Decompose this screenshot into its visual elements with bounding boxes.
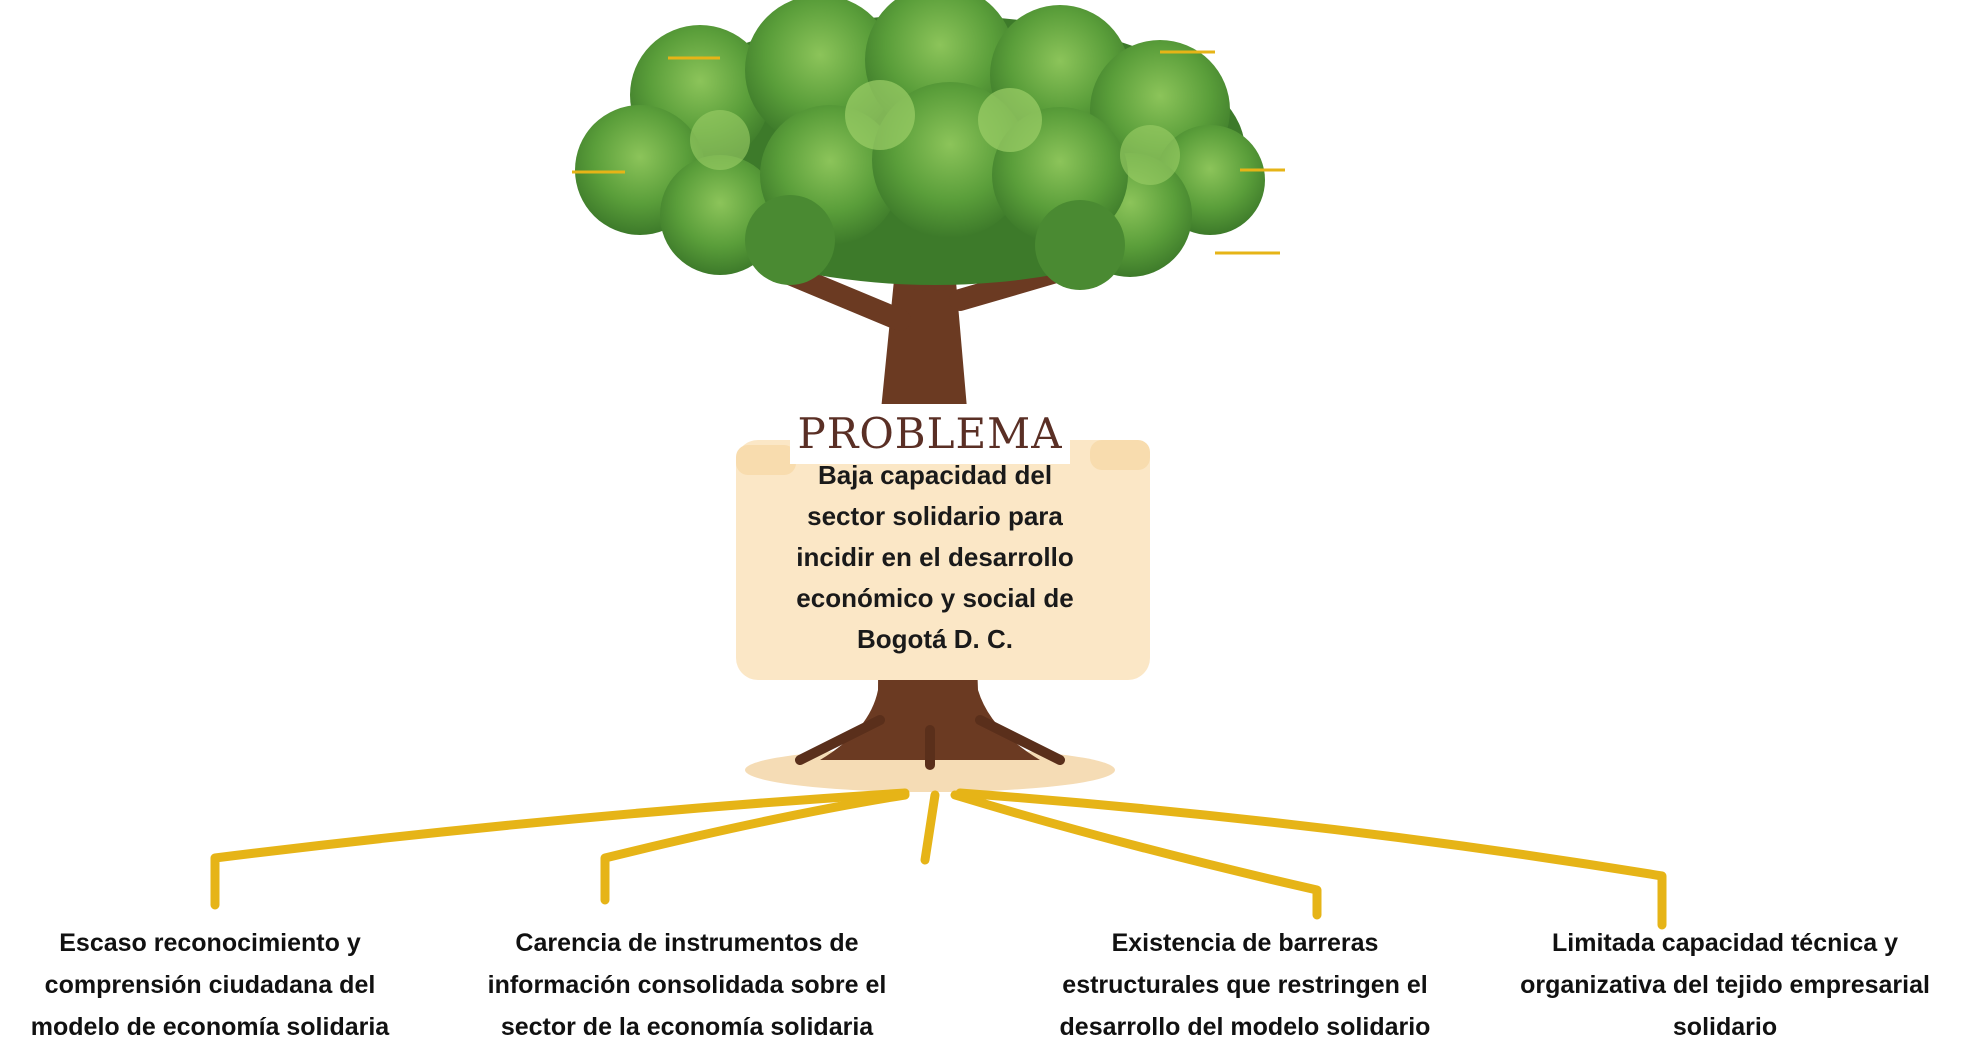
problem-statement: Baja capacidad del sector solidario para… xyxy=(796,460,1074,654)
problem-heading: PROBLEMA xyxy=(790,404,1070,464)
cause-2: Carencia de instrumentos de información … xyxy=(487,929,887,1041)
cause-3: Existencia de barreras estructurales que… xyxy=(1059,929,1431,1041)
cause-4: Limitada capacidad técnica y organizativ… xyxy=(1520,929,1930,1041)
root-line-1 xyxy=(210,788,910,910)
canopy-markers xyxy=(572,50,1285,255)
root-lines xyxy=(210,788,1667,930)
root-line-center xyxy=(920,790,940,865)
tree-canopy xyxy=(575,0,1265,290)
root-line-3 xyxy=(950,790,1322,920)
root-line-4 xyxy=(955,788,1667,930)
root-line-2 xyxy=(600,790,910,905)
cause-1: Escaso reconocimiento y comprensión ciud… xyxy=(30,929,390,1041)
problem-box xyxy=(736,440,1150,680)
